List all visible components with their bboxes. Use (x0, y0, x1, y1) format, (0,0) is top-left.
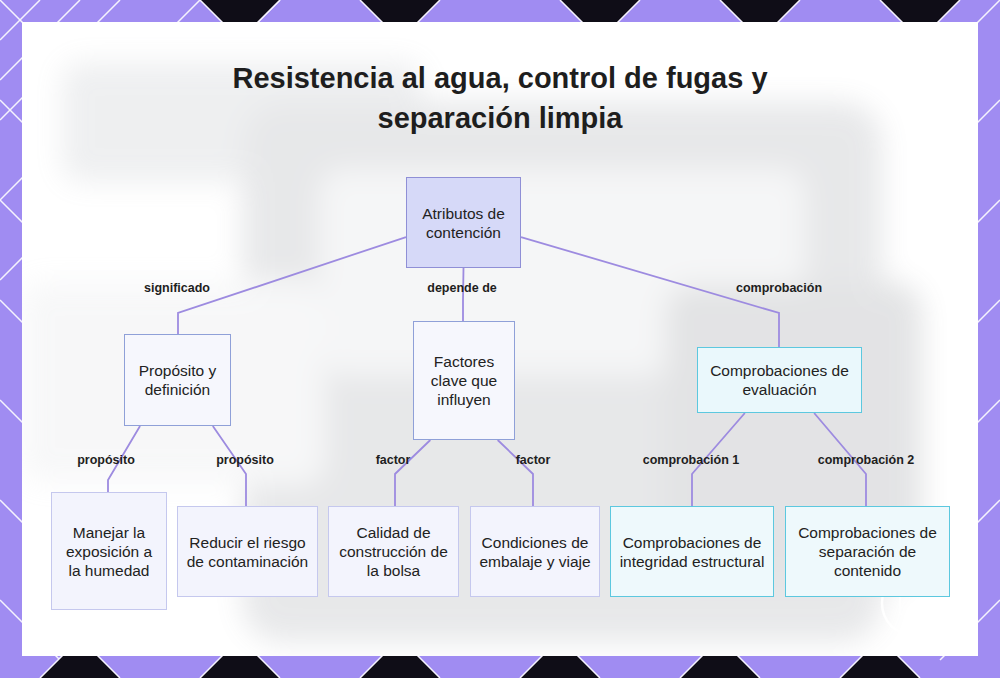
edge-label: factor (376, 453, 411, 467)
node-text: Reducir el riesgo de contaminación (186, 533, 309, 571)
edge-label: comprobación 2 (818, 453, 915, 467)
edge-label: comprobación (736, 281, 822, 295)
edge-label: depende de (427, 281, 496, 295)
text-group: Factores clave que influyen (422, 352, 506, 409)
edge-label: factor (516, 453, 551, 467)
text-group: Propósito y definición (133, 361, 222, 399)
tree-connector (395, 440, 430, 506)
concept-box: Calidad de construcción de la bolsa (328, 506, 459, 597)
concept-box: Atributos de contención (406, 177, 521, 268)
tree-connector (178, 237, 406, 334)
concept-box: Factores clave que influyen (413, 321, 515, 440)
concept-box: Comprobaciones de integridad estructural (610, 506, 774, 597)
diagram-title: Resistencia al agua, control de fugas y … (200, 58, 800, 138)
node-text: Comprobaciones de separación de contenid… (794, 523, 941, 580)
edge-label: comprobación 1 (643, 453, 740, 467)
concept-box: Comprobaciones de evaluación (697, 347, 862, 413)
text-group: Comprobaciones de evaluación (706, 361, 853, 399)
concept-box: Comprobaciones de separación de contenid… (785, 506, 950, 597)
concept-box: Reducir el riesgo de contaminación (177, 506, 318, 597)
text-group: Reducir el riesgo de contaminación (186, 533, 309, 571)
node-text: Manejar la exposición a la humedad (60, 523, 158, 580)
text-group: Manejar la exposición a la humedad (60, 523, 158, 580)
concept-box: Manejar la exposición a la humedad (51, 492, 167, 610)
concept-box: Propósito y definición (124, 334, 231, 426)
node-text: Atributos de contención (415, 204, 512, 242)
node-text: Condiciones de embalaje y viaje (479, 533, 591, 571)
text-group: Comprobaciones de integridad estructural (619, 533, 765, 571)
text-group: Calidad de construcción de la bolsa (337, 523, 450, 580)
node-text: Propósito y definición (133, 361, 222, 399)
concept-box: Condiciones de embalaje y viaje (470, 506, 600, 597)
node-text: Factores clave que influyen (422, 352, 506, 409)
text-group: Atributos de contención (415, 204, 512, 242)
edge-label: propósito (77, 453, 135, 467)
text-group: Comprobaciones de separación de contenid… (794, 523, 941, 580)
node-text: Calidad de construcción de la bolsa (337, 523, 450, 580)
node-text: Comprobaciones de evaluación (706, 361, 853, 399)
text-group: Condiciones de embalaje y viaje (479, 533, 591, 571)
edge-label: propósito (216, 453, 274, 467)
node-text: Comprobaciones de integridad estructural (619, 533, 765, 571)
tree-connector (498, 440, 533, 506)
edge-label: significado (144, 281, 210, 295)
